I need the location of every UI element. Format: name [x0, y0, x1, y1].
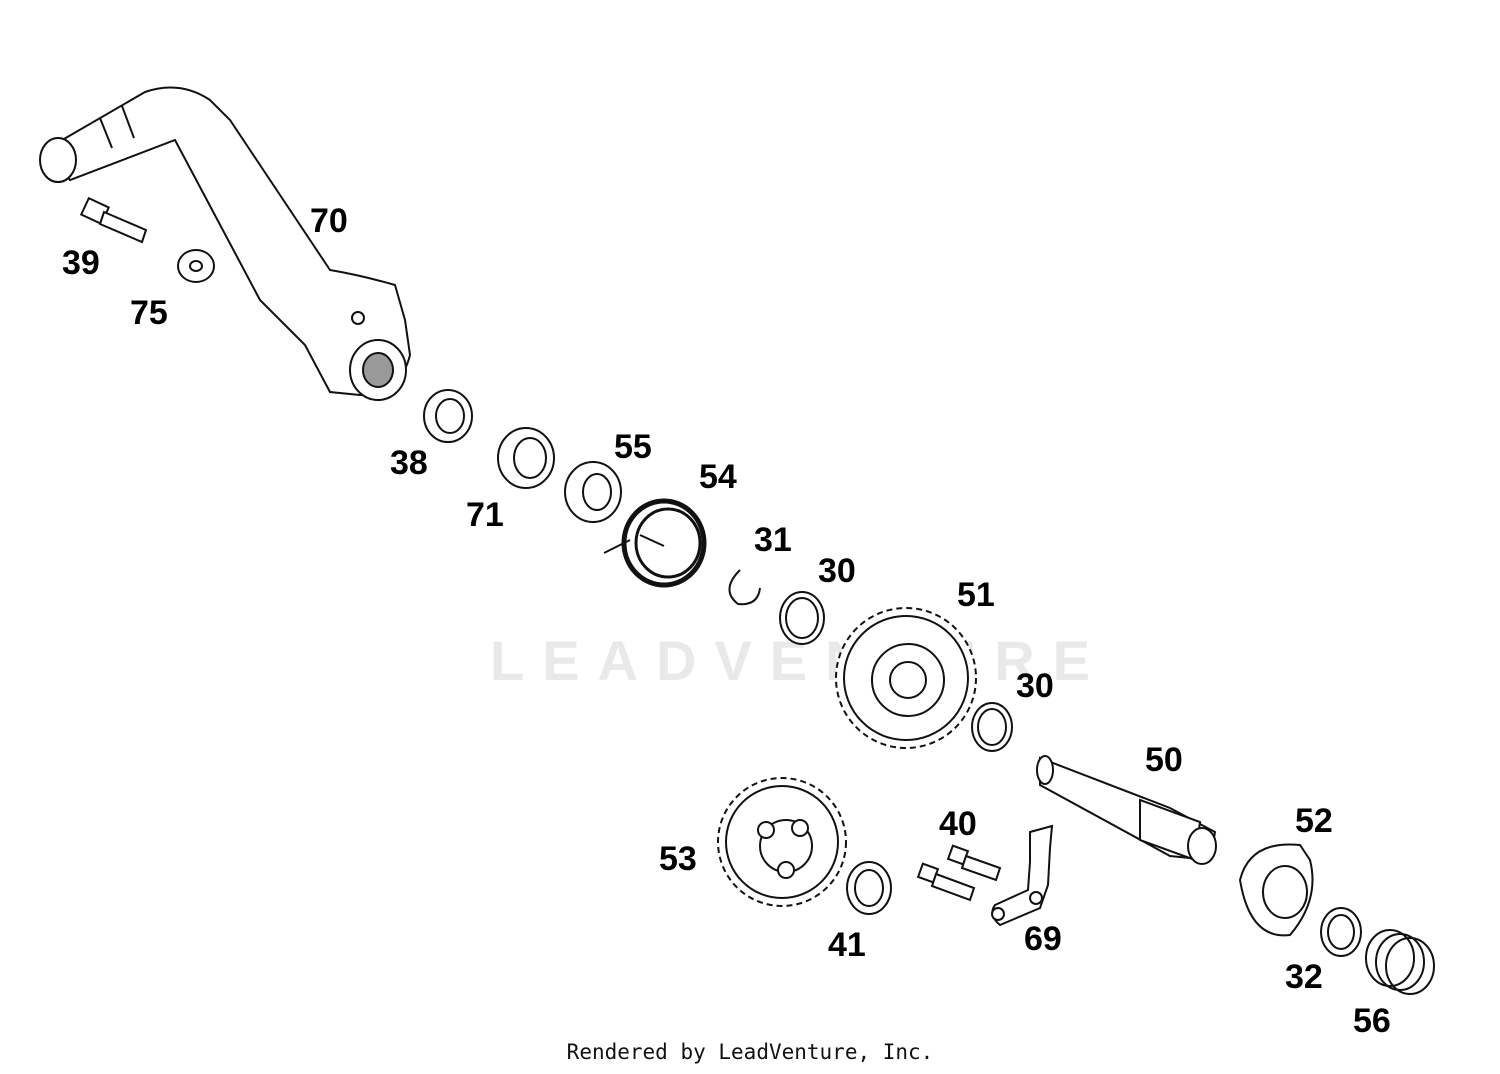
callout-39: 39 [62, 244, 100, 282]
part-53-gear[interactable] [717, 777, 847, 907]
footer-credit: Rendered by LeadVenture, Inc. [566, 1040, 934, 1064]
part-52-ratchet-gear[interactable] [1238, 843, 1314, 937]
callout-30-2: 30 [1016, 667, 1054, 705]
callout-52: 52 [1295, 802, 1333, 840]
part-71-bushing[interactable] [497, 427, 555, 489]
part-50-kickstart-shaft[interactable] [1036, 755, 1217, 865]
part-30-washer-2[interactable] [971, 702, 1013, 752]
part-40-bolts[interactable] [916, 844, 1002, 902]
callout-51: 51 [957, 576, 995, 614]
callout-31: 31 [754, 521, 792, 559]
part-55-spring-guide[interactable] [564, 461, 622, 523]
callout-40: 40 [939, 805, 977, 843]
callout-32: 32 [1285, 958, 1323, 996]
callout-41: 41 [828, 926, 866, 964]
callout-53: 53 [659, 840, 697, 878]
callout-69: 69 [1024, 920, 1062, 958]
part-54-kick-spring[interactable] [603, 498, 707, 588]
part-51-gear[interactable] [835, 607, 977, 749]
callout-71: 71 [466, 496, 504, 534]
part-56-spring[interactable] [1365, 929, 1435, 995]
part-32-washer[interactable] [1320, 907, 1362, 957]
part-69-guide-plate[interactable] [991, 824, 1054, 927]
part-75-washer[interactable] [177, 249, 215, 283]
part-30-washer[interactable] [779, 591, 825, 645]
callout-70: 70 [310, 202, 348, 240]
callout-75: 75 [130, 294, 168, 332]
callout-54: 54 [699, 458, 737, 496]
part-31-circlip[interactable] [728, 569, 761, 606]
callout-30: 30 [818, 552, 856, 590]
callout-38: 38 [390, 444, 428, 482]
part-70-kickstart-lever[interactable] [39, 86, 412, 401]
callout-55: 55 [614, 428, 652, 466]
callout-56: 56 [1353, 1002, 1391, 1040]
part-41-washer[interactable] [846, 861, 892, 915]
part-38-ring[interactable] [423, 389, 473, 443]
callout-50: 50 [1145, 741, 1183, 779]
part-39-bolt[interactable] [79, 196, 148, 244]
